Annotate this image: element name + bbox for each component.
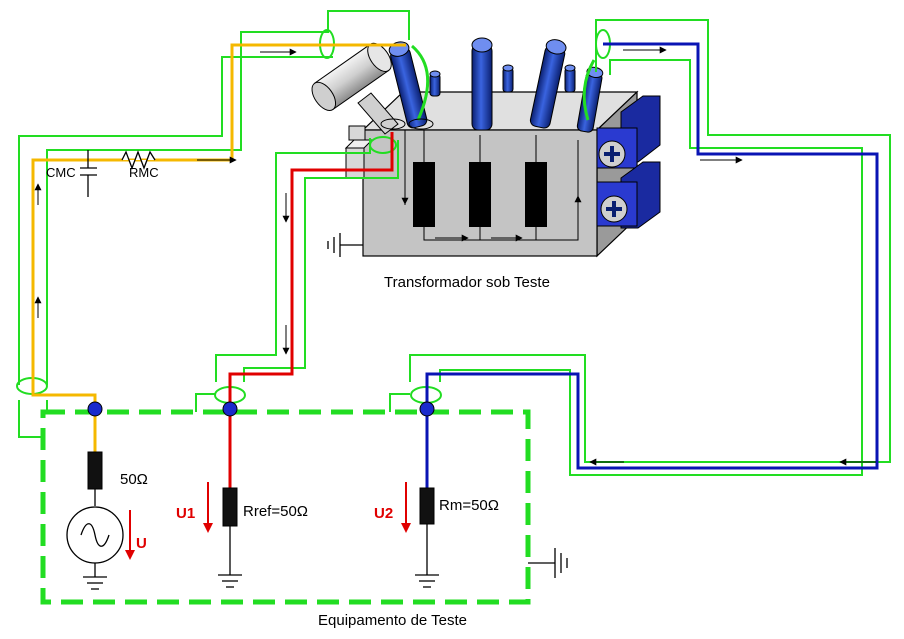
node-rm [419, 401, 435, 417]
u1-label: U1 [176, 505, 195, 522]
bushings [380, 37, 604, 133]
winding-2 [469, 162, 491, 227]
source-resistor-label: 50Ω [120, 471, 148, 488]
ac-source-icon [66, 506, 124, 564]
cmc-label: CMC [46, 165, 76, 180]
ground-icon [83, 576, 107, 590]
current-arrows [34, 46, 876, 466]
ground-icon [528, 548, 568, 578]
node-rref [222, 401, 238, 417]
node-source [87, 401, 103, 417]
winding-1 [413, 162, 435, 227]
u-label: U [136, 535, 147, 552]
winding-3 [525, 162, 547, 227]
rmc-label: RMC [129, 165, 159, 180]
u2-label: U2 [374, 505, 393, 522]
terminal-blocks [596, 95, 661, 229]
source-branch [66, 409, 135, 590]
transformer-title: Transformador sob Teste [384, 274, 550, 291]
equipment-title: Equipamento de Teste [318, 612, 467, 629]
equipment-border [40, 409, 531, 605]
ground-icon [415, 574, 439, 588]
capacitor-icon [80, 150, 97, 197]
resistor-icon [121, 150, 156, 170]
rm-label: Rm=50Ω [439, 497, 499, 514]
transformer-tank [361, 90, 639, 258]
blue-wire [425, 42, 879, 470]
rref-label: Rref=50Ω [243, 503, 308, 520]
rref-branch [203, 409, 242, 588]
ground-icon [327, 233, 363, 257]
ground-icon [218, 574, 242, 588]
rm-branch [401, 409, 439, 588]
red-wire [228, 132, 394, 409]
